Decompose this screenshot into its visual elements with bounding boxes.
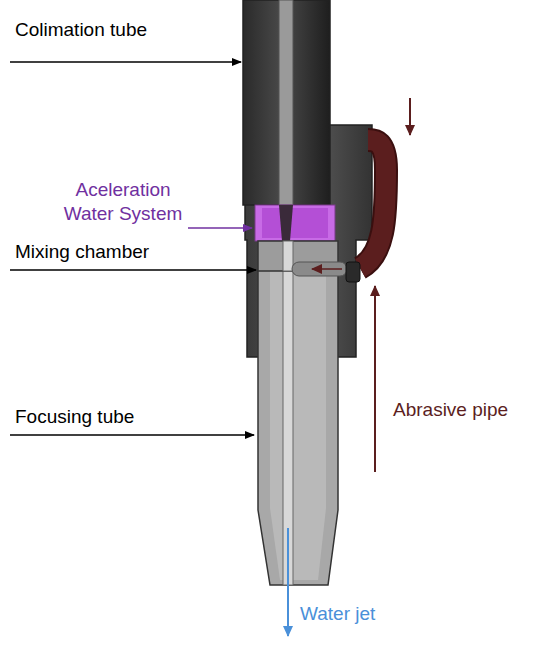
part-label: Focusing tube [15,405,134,429]
part-label: Abrasive pipe [393,398,508,422]
part-label: Colimation tube [15,18,147,42]
part-label: Aceleration Water System [48,178,198,226]
part-label: Mixing chamber [15,240,149,264]
flow-label: Water jet [300,602,375,626]
